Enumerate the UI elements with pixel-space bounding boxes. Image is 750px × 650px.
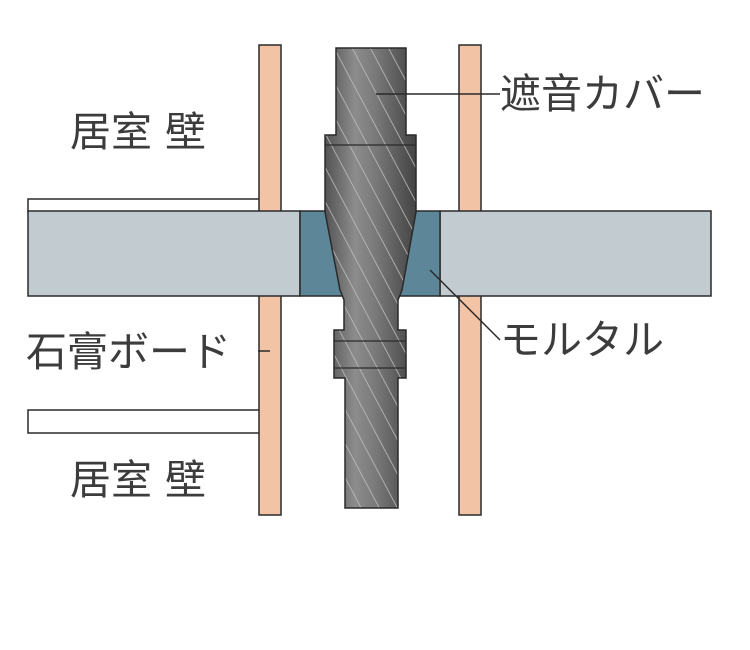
label-sound-cover: 遮音カバー bbox=[500, 70, 705, 118]
label-room-wall-lower: 居室 壁 bbox=[70, 456, 206, 504]
lower-finish-strip bbox=[27, 409, 261, 434]
label-mortar: モルタル bbox=[500, 316, 664, 364]
floor-slab-right bbox=[439, 210, 712, 297]
label-room-wall-upper: 居室 壁 bbox=[70, 108, 206, 156]
floor-slab-left bbox=[27, 210, 301, 297]
label-gypsum-board: 石膏ボード bbox=[26, 328, 231, 376]
upper-finish-strip bbox=[27, 198, 261, 213]
pipe-outline bbox=[324, 47, 417, 509]
leader-mortar bbox=[429, 269, 501, 341]
